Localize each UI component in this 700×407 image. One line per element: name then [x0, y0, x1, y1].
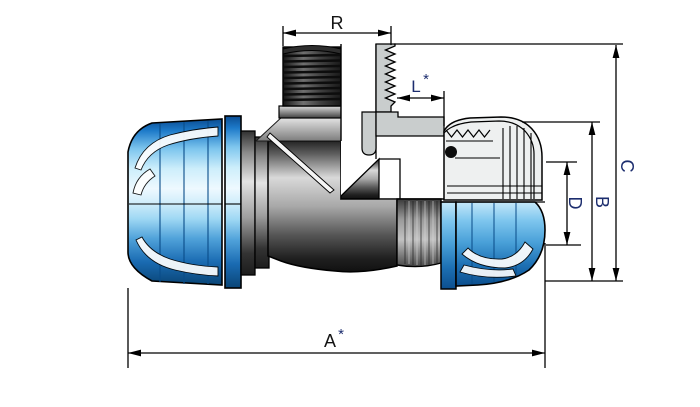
body-barrel — [267, 140, 398, 273]
dimension-arrowheads — [128, 29, 620, 357]
right-nut-flange — [440, 201, 457, 290]
tee-body — [240, 45, 398, 276]
dim-label-A: A — [324, 331, 336, 351]
section-inner-lip — [361, 111, 377, 156]
right-nut-section — [443, 116, 543, 201]
dim-label-D: D — [565, 197, 585, 210]
branch-shank — [278, 105, 342, 119]
left-nut-highlight-bottom — [135, 236, 219, 277]
collar-ribs-dark — [404, 201, 438, 266]
body-ring-2 — [254, 136, 270, 269]
dim-label-B: B — [592, 196, 612, 208]
male-thread-section-profile — [375, 43, 397, 113]
body-ring-1 — [240, 130, 256, 276]
right-nut-cap — [455, 201, 546, 287]
dimension-lines — [127, 26, 623, 368]
dim-label-C: C — [617, 160, 637, 173]
dim-label-R: R — [331, 13, 344, 33]
dimension-labels: R L * C B D A * — [324, 13, 637, 351]
o-ring-seal — [445, 146, 457, 158]
dim-label-L-star: * — [423, 71, 429, 88]
male-thread-3d — [282, 45, 342, 107]
dim-label-L: L — [411, 77, 420, 96]
section-step-edge — [379, 158, 401, 199]
cross-section — [340, 43, 543, 201]
left-nut-highlight-top — [134, 126, 219, 171]
dim-label-A-star: * — [338, 326, 344, 343]
left-nut-cap — [127, 118, 223, 286]
right-body-collar — [396, 198, 442, 268]
right-nut-highlight-2 — [459, 264, 517, 278]
cone-highlight-spike — [266, 132, 335, 194]
left-compression-nut — [127, 115, 242, 289]
collar-ribs-light — [408, 201, 434, 265]
left-nut-highlight-small — [132, 168, 156, 196]
nut-thread-zigzag — [445, 129, 491, 138]
right-compression-nut — [440, 201, 546, 290]
right-nut-section-ribs — [502, 126, 532, 199]
right-nut-section-inner-line — [443, 120, 535, 199]
left-nut-flange — [224, 115, 242, 289]
right-nut-highlight-1 — [461, 241, 534, 269]
